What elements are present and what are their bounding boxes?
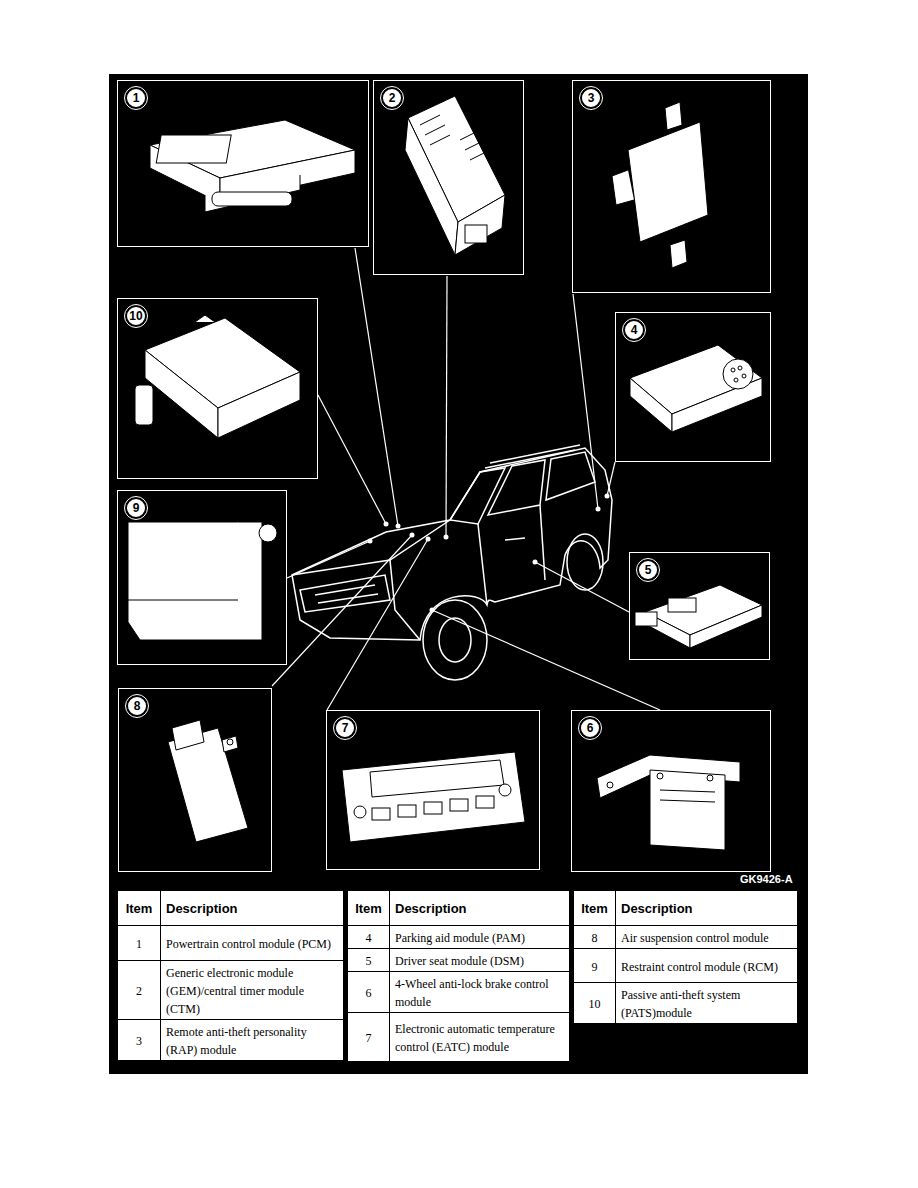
legend-table: Item Description 1 Powertrain control modul… — [117, 890, 344, 1061]
table-cell: 8 — [574, 926, 616, 949]
table-cell: Generic electronic module (GEM)/central … — [161, 961, 344, 1020]
table-cell: Powertrain control module (PCM) — [161, 926, 344, 961]
table-cell: 4 — [348, 926, 390, 949]
item-description: Powertrain control module (PCM) — [166, 937, 331, 951]
item-description: 4-Wheel anti-lock brake control module — [395, 977, 549, 1009]
module-panel: 5 — [629, 552, 770, 660]
item-description: Driver seat module (DSM) — [395, 954, 524, 968]
column-header: Item — [581, 901, 608, 916]
module-panel: 10 — [117, 298, 318, 479]
leader-lines — [272, 248, 660, 710]
figure-code: GK9426-A — [740, 873, 793, 885]
module-panel: 8 — [118, 688, 272, 872]
vehicle-drawing — [292, 445, 612, 680]
module-panel: 6 — [571, 710, 771, 872]
module-panel: 9 — [117, 490, 287, 665]
item-number: 1 — [136, 937, 142, 951]
item-number: 3 — [136, 1034, 142, 1048]
item-number: 6 — [366, 986, 372, 1000]
item-number: 10 — [589, 997, 601, 1011]
module-panel: 4 — [615, 312, 771, 462]
item-number: 2 — [136, 984, 142, 998]
item-description: Generic electronic module (GEM)/central … — [166, 966, 304, 1016]
table-cell: Restraint control module (RCM) — [616, 949, 798, 983]
table-cell: Air suspension control module — [616, 926, 798, 949]
column-header: Description — [621, 901, 693, 916]
item-number: 4 — [366, 931, 372, 945]
table-cell: Passive anti-theft system (PATS)module — [616, 983, 798, 1024]
callout-number: 10 — [125, 305, 147, 327]
column-header: Item — [126, 901, 153, 916]
table-cell: 3 — [118, 1020, 161, 1061]
item-description: Remote anti-theft personality (RAP) modu… — [166, 1025, 307, 1057]
table-cell: Driver seat module (DSM) — [390, 949, 570, 972]
item-description: Passive anti-theft system (PATS)module — [621, 988, 740, 1020]
item-number: 7 — [366, 1031, 372, 1045]
column-header: Description — [166, 901, 238, 916]
item-number: 5 — [366, 954, 372, 968]
item-description: Parking aid module (PAM) — [395, 931, 525, 945]
item-number: 8 — [592, 931, 598, 945]
callout-number: 7 — [334, 717, 356, 739]
table-cell: 1 — [118, 926, 161, 961]
callout-number: 5 — [637, 559, 659, 581]
item-description: Restraint control module (RCM) — [621, 960, 778, 974]
table-cell: Description — [161, 891, 344, 926]
table-cell: Item — [574, 891, 616, 926]
table-cell: 9 — [574, 949, 616, 983]
module-drawings — [128, 96, 762, 850]
module-panel: 2 — [373, 80, 524, 275]
table-cell: Description — [616, 891, 798, 926]
table-cell: 4-Wheel anti-lock brake control module — [390, 972, 570, 1013]
item-number: 9 — [592, 960, 598, 974]
table-cell: 10 — [574, 983, 616, 1024]
table-cell: 7 — [348, 1013, 390, 1062]
table-cell: Item — [118, 891, 161, 926]
table-cell: 2 — [118, 961, 161, 1020]
callout-number: 1 — [125, 87, 147, 109]
item-description: Electronic automatic temperature control… — [395, 1022, 555, 1054]
module-panel: 7 — [326, 710, 540, 870]
legend-table: Item Description 8 Air suspension control m… — [573, 890, 798, 1024]
table-cell: Electronic automatic temperature control… — [390, 1013, 570, 1062]
column-header: Description — [395, 901, 467, 916]
module-panel: 1 — [117, 80, 369, 247]
table-cell: Parking aid module (PAM) — [390, 926, 570, 949]
table-cell: Description — [390, 891, 570, 926]
table-cell: Item — [348, 891, 390, 926]
table-cell: 5 — [348, 949, 390, 972]
column-header: Item — [355, 901, 382, 916]
callout-number: 4 — [623, 319, 645, 341]
callout-number: 9 — [125, 497, 147, 519]
location-dots — [368, 494, 610, 613]
callout-number: 8 — [126, 695, 148, 717]
callout-number: 2 — [381, 87, 403, 109]
callout-number: 6 — [579, 717, 601, 739]
table-cell: Remote anti-theft personality (RAP) modu… — [161, 1020, 344, 1061]
item-description: Air suspension control module — [621, 931, 769, 945]
table-cell: 6 — [348, 972, 390, 1013]
module-panel: 3 — [572, 80, 771, 293]
legend-table: Item Description 4 Parking aid module (PAM)… — [347, 890, 570, 1062]
callout-number: 3 — [580, 87, 602, 109]
background-panel — [109, 74, 808, 1074]
